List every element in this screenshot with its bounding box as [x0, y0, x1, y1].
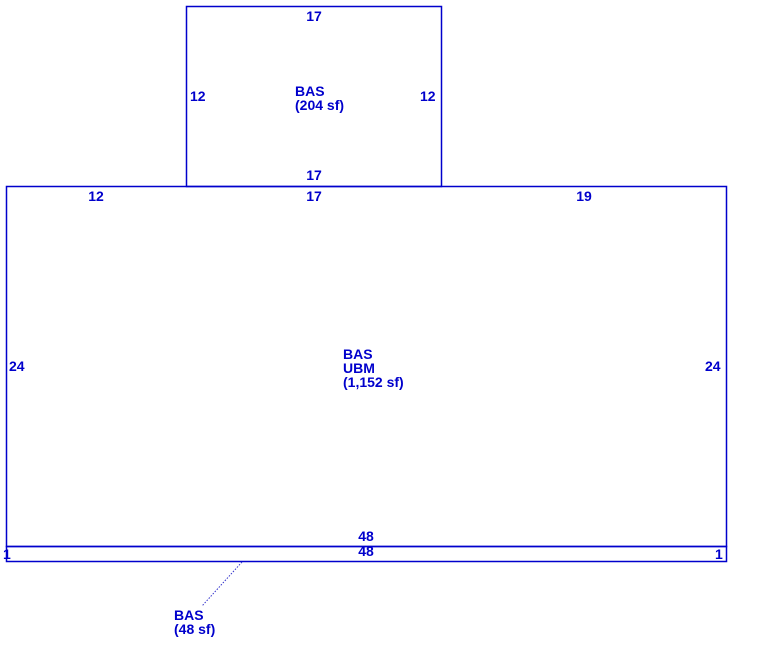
main-area-code: BAS: [343, 346, 373, 362]
strip-area-size: (48 sf): [174, 621, 216, 637]
upper-area-size: (204 sf): [295, 97, 345, 113]
upper-left-dimension: 12: [190, 88, 206, 104]
upper-right-dimension: 12: [420, 88, 436, 104]
strip-top-dimension: 48: [358, 543, 374, 559]
upper-bottom-dimension: 17: [306, 167, 322, 183]
upper-top-dimension: 17: [306, 8, 322, 24]
main-right-dimension: 24: [705, 358, 721, 374]
upper-area-code: BAS: [295, 83, 325, 99]
strip-left-dimension: 1: [3, 546, 11, 562]
strip-area-code: BAS: [174, 607, 204, 623]
main-area-size: (1,152 sf): [343, 374, 404, 390]
main-left-dimension: 24: [9, 358, 25, 374]
main-top-middle-dimension: 17: [306, 188, 322, 204]
main-bottom-dimension: 48: [358, 528, 374, 544]
strip-right-dimension: 1: [715, 546, 723, 562]
main-area-code-2: UBM: [343, 360, 375, 376]
strip-leader-line: [201, 561, 243, 607]
main-top-left-dimension: 12: [88, 188, 104, 204]
main-top-right-dimension: 19: [576, 188, 592, 204]
strip-section-outline: [5, 545, 728, 563]
